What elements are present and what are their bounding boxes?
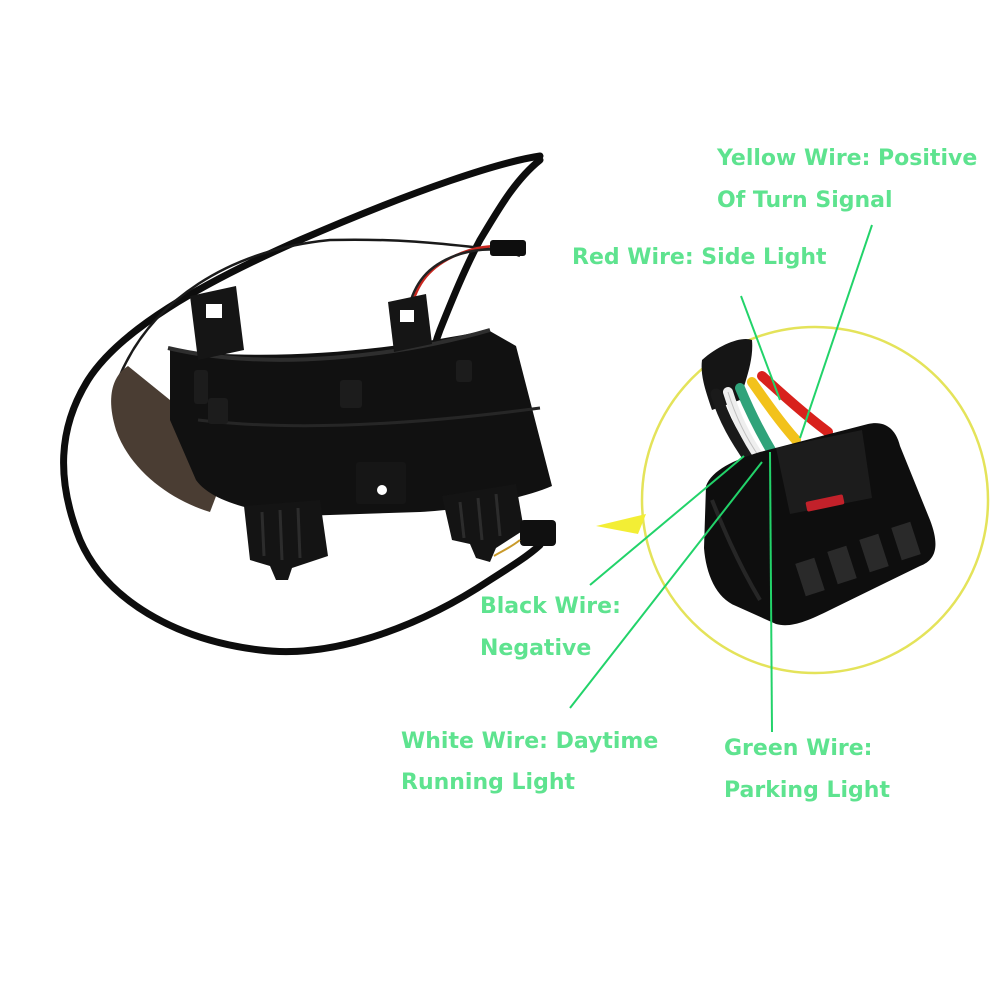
wire-yellow: [747, 377, 801, 445]
connector-body: [704, 423, 936, 626]
boss-2: [208, 398, 228, 424]
mount-tab-right: [388, 294, 432, 352]
label-green-wire-line1: Green Wire:: [724, 736, 873, 761]
housing-lower-ridge: [197, 406, 541, 428]
boss-4: [456, 360, 472, 382]
magnifier-pointer: [596, 514, 646, 534]
power-cable: [60, 152, 544, 656]
leader-red: [740, 295, 781, 401]
thin-wire-black: [116, 238, 501, 381]
side-plug-wires: [493, 539, 521, 557]
plug-small: [490, 240, 526, 256]
label-yellow-wire-line1: Yellow Wire: Positive: [717, 146, 978, 171]
leader-yellow: [799, 224, 873, 439]
wire-black: [710, 388, 756, 466]
mount-tab-left: [190, 286, 244, 360]
label-white-wire-line1: White Wire: Daytime: [401, 729, 659, 754]
boss-1: [194, 370, 208, 404]
label-green-wire-line2: Parking Light: [724, 778, 890, 803]
wire-green: [735, 383, 777, 457]
leader-green: [769, 451, 773, 733]
wire-red: [757, 371, 833, 437]
led-module-icon: [60, 152, 556, 656]
label-black-wire-line1: Black Wire:: [480, 594, 621, 619]
label-black-wire-line2: Negative: [480, 636, 592, 661]
leader-lines: [569, 224, 873, 733]
connector-closeup: [701, 338, 936, 626]
boss-3: [340, 380, 362, 408]
leader-black: [589, 455, 745, 586]
wire-white-outline: [727, 391, 761, 459]
clip-bottom-right: [442, 484, 524, 562]
clip-bottom-left: [244, 500, 328, 580]
side-plug: [520, 520, 556, 546]
center-tab: [356, 462, 406, 504]
mount-slot-right: [400, 310, 414, 322]
connector-top-block: [776, 430, 872, 514]
label-white-wire-line2: Running Light: [401, 770, 576, 795]
center-tab-hole: [377, 485, 387, 495]
label-yellow-wire-line2: Of Turn Signal: [717, 188, 893, 213]
connector-tag: [805, 494, 845, 512]
connector-pin-slots: [795, 521, 921, 597]
leader-white: [569, 461, 763, 709]
clip-right-ribs: [458, 493, 502, 541]
clip-left-ribs: [260, 507, 302, 561]
mount-slot-left: [206, 304, 222, 318]
label-red-wire: Red Wire: Side Light: [572, 245, 827, 270]
connector-side: [710, 499, 762, 602]
